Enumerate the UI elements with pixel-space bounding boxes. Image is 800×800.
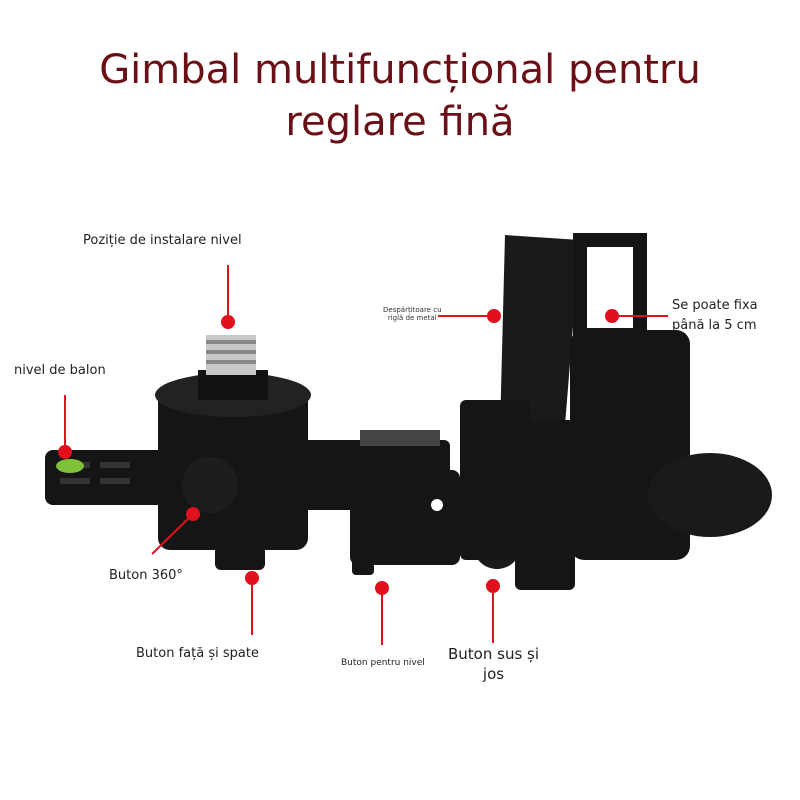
label-install-position: Poziție de instalare nivel xyxy=(83,233,242,248)
label-updown-line-2: jos xyxy=(482,665,505,683)
label-front-back-button: Buton față și spate xyxy=(136,646,259,661)
label-level-button: Buton pentru nivel xyxy=(341,658,425,668)
label-360-button: Buton 360° xyxy=(109,568,183,583)
bubble-level xyxy=(56,459,84,473)
label-metal-divider: Despărțitoare cu riglă de metal xyxy=(383,306,442,322)
label-up-down-button: Buton sus și jos xyxy=(448,644,539,684)
callout-markers xyxy=(58,265,668,645)
label-fix-line-2: până la 5 cm xyxy=(672,318,757,333)
label-fix-line-1: Se poate fixa xyxy=(672,298,758,313)
title-line-2: reglare fină xyxy=(285,99,515,145)
title-line-1: Gimbal multifuncțional pentru xyxy=(99,47,701,93)
gimbal-device xyxy=(45,233,772,590)
label-divider-line-1: Despărțitoare cu xyxy=(383,306,442,314)
label-divider-line-2: riglă de metal xyxy=(387,314,437,322)
label-bubble-level: nivel de balon xyxy=(14,363,106,378)
label-fix-5cm: Se poate fixa până la 5 cm xyxy=(672,296,758,336)
page-title: Gimbal multifuncțional pentru reglare fi… xyxy=(0,44,800,148)
label-updown-line-1: Buton sus și xyxy=(448,645,540,663)
